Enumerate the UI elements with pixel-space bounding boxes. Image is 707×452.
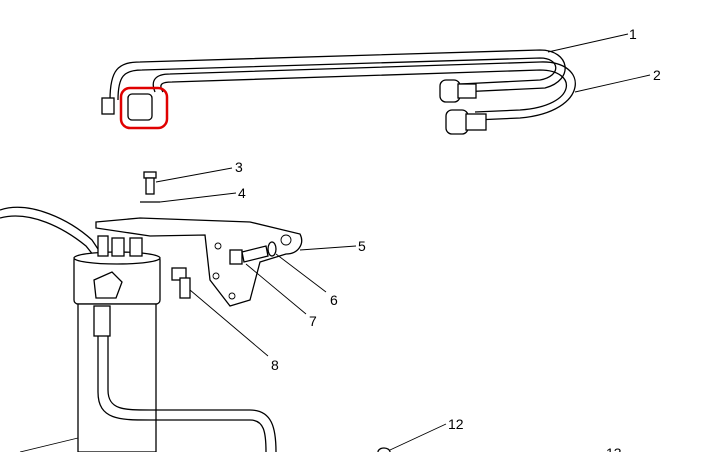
callout-7: 7 xyxy=(309,313,317,329)
bolt-and-washer xyxy=(140,171,160,203)
callout-4: 4 xyxy=(238,185,246,201)
hose-assembly xyxy=(101,49,576,135)
callout-2: 2 xyxy=(653,67,661,83)
highlight-box xyxy=(119,86,169,130)
bolt-7 xyxy=(229,241,277,265)
bracket xyxy=(95,217,303,307)
callout-5: 5 xyxy=(358,238,366,254)
leader-lines xyxy=(19,33,651,452)
callout-13: 13 xyxy=(606,445,622,452)
callout-12: 12 xyxy=(448,416,464,432)
callout-3: 3 xyxy=(235,159,243,175)
callout-6: 6 xyxy=(330,292,338,308)
callout-8: 8 xyxy=(271,357,279,373)
fitting-8 xyxy=(171,267,191,299)
receiver-drier xyxy=(0,206,277,452)
callout-1: 1 xyxy=(629,26,637,42)
part-12 xyxy=(377,447,391,452)
